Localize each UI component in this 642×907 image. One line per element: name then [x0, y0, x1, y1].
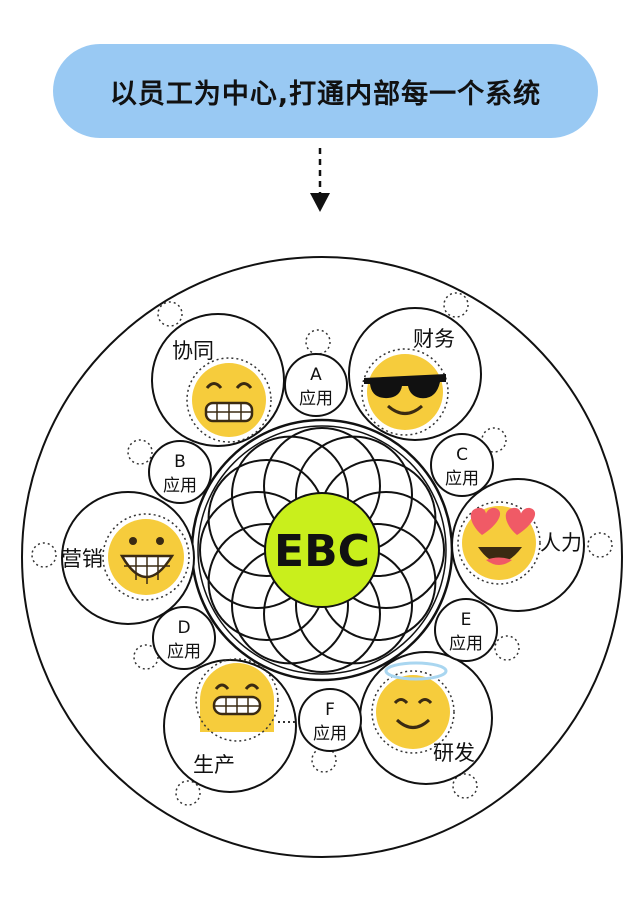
app-d-label: 应用	[167, 642, 201, 662]
grin-emoji-icon	[195, 658, 298, 742]
app-b-label: 应用	[163, 476, 197, 496]
halo-emoji-icon	[371, 661, 455, 754]
app-c-letter: C	[456, 445, 468, 465]
app-f-letter: F	[325, 700, 335, 720]
grimace-emoji-icon	[186, 357, 272, 443]
heart-eyes-emoji-icon	[457, 501, 541, 585]
module-label-yanfa: 研发	[433, 741, 475, 765]
ebc-core	[264, 492, 380, 608]
app-c-label: 应用	[445, 469, 479, 489]
ebc-ring-inner	[197, 425, 447, 675]
app-d-letter: D	[177, 618, 190, 638]
module-label-renli: 人力	[540, 531, 582, 555]
down-arrow	[310, 148, 330, 212]
banner-text: 以员工为中心,打通内部每一个系统	[109, 78, 542, 110]
app-a-letter: A	[310, 365, 322, 385]
module-label-shengchan: 生产	[193, 753, 235, 777]
big-grin-emoji-icon	[102, 513, 190, 601]
app-f-label: 应用	[313, 724, 347, 744]
module-label-yingxiao: 营销	[61, 547, 103, 571]
sunglasses-emoji-icon	[361, 348, 449, 436]
app-e-letter: E	[461, 610, 472, 630]
app-circles	[148, 353, 498, 752]
outer-circle	[21, 256, 623, 858]
app-e-label: 应用	[449, 634, 483, 654]
module-label-caiwu: 财务	[413, 327, 455, 351]
app-a-label: 应用	[299, 389, 333, 409]
title-banner: 以员工为中心,打通内部每一个系统	[53, 44, 598, 138]
module-label-xietong: 协同	[172, 339, 214, 363]
ebc-label: EBC	[274, 526, 370, 577]
app-b-letter: B	[174, 452, 186, 472]
decorative-dots	[31, 292, 613, 806]
